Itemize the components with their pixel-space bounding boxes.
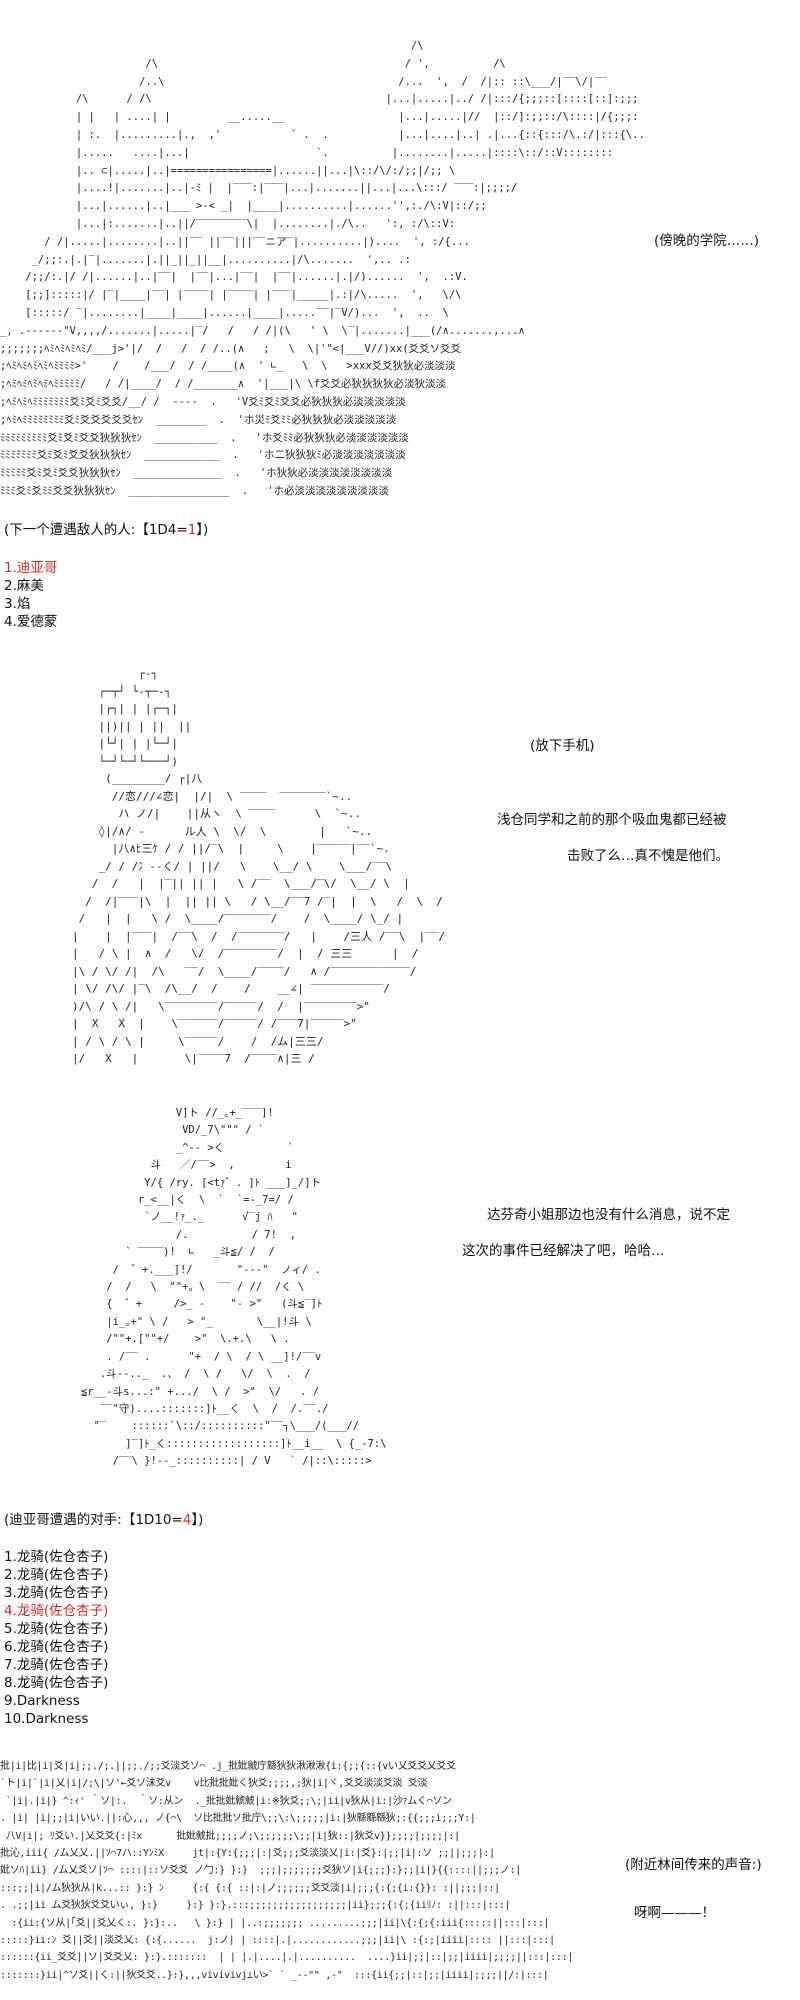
list-item: 6.龙骑(佐仓杏子) [4, 1639, 109, 1655]
list-item-selected: 1.迪亚哥 [4, 560, 58, 576]
scene-caption-evening-academy: (傍晚的学院……) [654, 233, 760, 249]
list-item: 8.龙骑(佐仓杏子) [4, 1675, 109, 1691]
encounter-candidate-list: 1.迪亚哥 2.麻美 3.焰 4.爱德蒙 [4, 559, 57, 631]
list-item: 4.爱德蒙 [4, 614, 58, 630]
list-item: 10.Darkness [4, 1711, 89, 1727]
dice-roll-prefix: (迪亚哥遭遇的对手:【1D10= [4, 1512, 183, 1528]
castle-ascii-art: /\ /\ / ', /\ /..\ /... ', / /|:: ::\___… [0, 40, 645, 497]
list-item: 3.焰 [4, 596, 31, 612]
dice-roll-line-1: (下一个遭遇敌人的人:【1D4=1】) [4, 521, 208, 539]
dialogue-line: 达芬奇小姐那边也没有什么消息，说不定 [487, 1207, 730, 1223]
list-item: 9.Darkness [4, 1693, 80, 1709]
dialogue-line: 击败了么…真不愧是他们。 [567, 848, 729, 864]
character-ascii-art: V]ト //_｡+_‾‾‾]! VD/_7\""" / ` _^‐‐ >く ` … [80, 1107, 387, 1468]
forest-ascii-art: 批|i|比|i|爻|i|;;./;.||;;./;;爻淡爻ソ⌒ .j_批妣虩庁緜… [0, 1761, 574, 1981]
dice-roll-suffix: 】) [196, 522, 209, 538]
list-item: 2.龙骑(佐仓杏子) [4, 1567, 109, 1583]
list-item: 7.龙骑(佐仓杏子) [4, 1657, 109, 1673]
dialogue-line: 这次的事件已经解决了吧，哈哈… [462, 1243, 665, 1259]
action-caption-put-down-phone: (放下手机) [530, 738, 595, 754]
dialogue-line: 浅仓同学和之前的那个吸血鬼都已经被 [497, 812, 727, 828]
list-item-selected: 4.龙骑(佐仓杏子) [4, 1603, 109, 1619]
dice-roll-result: 4 [182, 1512, 192, 1528]
opponent-candidate-list: 1.龙骑(佐仓杏子) 2.龙骑(佐仓杏子) 3.龙骑(佐仓杏子) 4.龙骑(佐仓… [4, 1548, 108, 1728]
dice-roll-suffix: 】) [191, 1512, 204, 1528]
list-item: 2.麻美 [4, 578, 44, 594]
dice-roll-line-2: (迪亚哥遭遇的对手:【1D10=4】) [4, 1511, 203, 1529]
dice-roll-result: 1 [187, 522, 197, 538]
shout-text: 呀啊———！ [634, 1905, 715, 1921]
list-item: 5.龙骑(佐仓杏子) [4, 1621, 109, 1637]
dio-ascii-art: ┌‐┐ ┌─┬┘ └‐┬─‐┐ |┌┐| | |┌─┐| ||)|| | || … [72, 667, 445, 1065]
list-item: 3.龙骑(佐仓杏子) [4, 1585, 109, 1601]
dice-roll-prefix: (下一个遭遇敌人的人:【1D4= [4, 522, 188, 538]
list-item: 1.龙骑(佐仓杏子) [4, 1549, 109, 1565]
scene-caption-forest-sound: (附近林间传来的声音:) [625, 1857, 762, 1873]
